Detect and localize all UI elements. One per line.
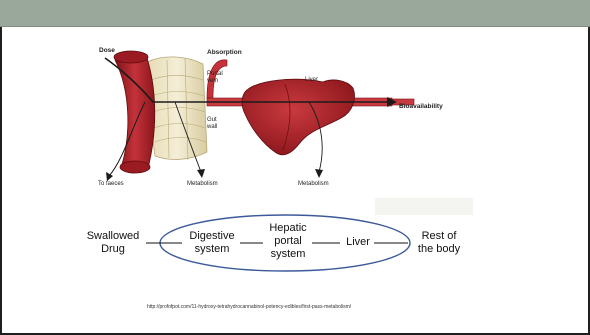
label-liver: Liver xyxy=(305,77,318,84)
intestine-bottom-opening xyxy=(120,161,150,173)
flow-node-hepatic-portal-system: Hepatic portal system xyxy=(263,222,313,261)
source-url-caption: http://profofpot.com/11-hydroxy-tetrahyd… xyxy=(147,304,407,310)
label-bioavailability: Bioavailability xyxy=(399,103,443,110)
intestine-top-opening xyxy=(114,51,148,63)
label-to-faeces: To faeces xyxy=(98,181,124,188)
first-pass-svg xyxy=(95,40,475,200)
flow-node-liver: Liver xyxy=(340,236,376,249)
label-metabolism-liver: Metabolism xyxy=(298,181,329,188)
label-portal-vein: Portal vein xyxy=(207,71,223,85)
label-dose: Dose xyxy=(99,47,115,54)
slide-header-bar xyxy=(0,0,590,27)
label-gut-wall: Gut wall xyxy=(207,117,217,131)
liver-shape xyxy=(242,79,355,155)
label-absorption: Absorption xyxy=(207,49,242,56)
intestine-shape xyxy=(115,54,155,173)
flow-node-digestive-system: Digestive system xyxy=(182,230,242,256)
flow-node-swallowed-drug: Swallowed Drug xyxy=(78,230,148,256)
first-pass-flow-chart: Swallowed Drug Digestive system Hepatic … xyxy=(78,203,478,278)
label-metabolism-gut: Metabolism xyxy=(187,181,218,188)
flow-node-rest-of-body: Rest of the body xyxy=(408,230,470,256)
first-pass-illustration: Dose Absorption Portal vein Liver Gut wa… xyxy=(95,40,475,200)
